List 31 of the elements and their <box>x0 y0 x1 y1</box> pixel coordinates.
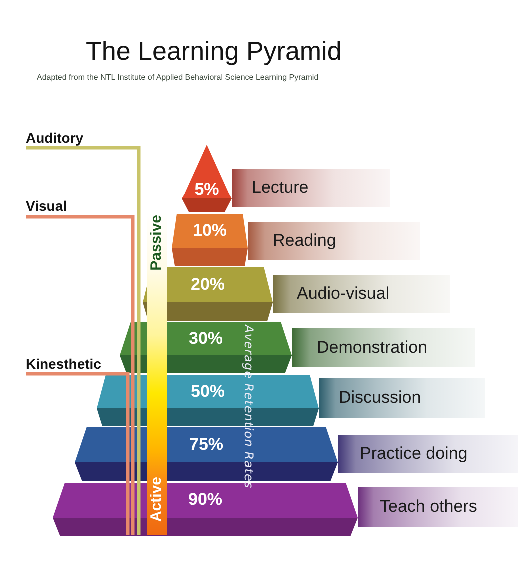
gradient-bar <box>147 213 167 535</box>
retention-percent: 30% <box>188 328 224 349</box>
retention-percent: 50% <box>190 382 226 402</box>
retention-percent: 75% <box>189 434 224 455</box>
activity-band <box>273 275 450 313</box>
activity-label: Reading <box>273 231 336 251</box>
activity-label: Teach others <box>380 497 478 517</box>
sense-label: Visual <box>26 198 67 214</box>
activity-band <box>319 378 485 418</box>
activity-band <box>232 169 390 207</box>
activity-label: Lecture <box>252 178 309 198</box>
passive-label: Passive <box>148 215 166 271</box>
subtitle: Adapted from the NTL Institute of Applied Behavioral Science Learning Pyramid <box>37 73 319 83</box>
pyramid-tier <box>172 214 248 266</box>
activity-label: Audio-visual <box>297 284 390 304</box>
activity-band <box>358 487 518 527</box>
activity-label: Discussion <box>339 388 422 408</box>
retention-percent: 90% <box>188 490 223 510</box>
retention-percent: 5% <box>194 180 220 200</box>
activity-label: Practice doing <box>360 444 468 464</box>
diagram-title: The Learning Pyramid <box>86 35 342 67</box>
activity-band <box>248 222 420 260</box>
active-label: Active <box>148 476 166 522</box>
vertical-label: Average Retention Rates <box>242 325 255 489</box>
sense-label: Auditory <box>26 130 84 146</box>
sense-label: Kinesthetic <box>26 356 102 372</box>
activity-band <box>292 328 475 367</box>
activity-label: Demonstration <box>317 338 428 358</box>
retention-percent: 20% <box>190 274 226 295</box>
activity-band <box>338 435 518 473</box>
retention-percent: 10% <box>192 221 228 242</box>
